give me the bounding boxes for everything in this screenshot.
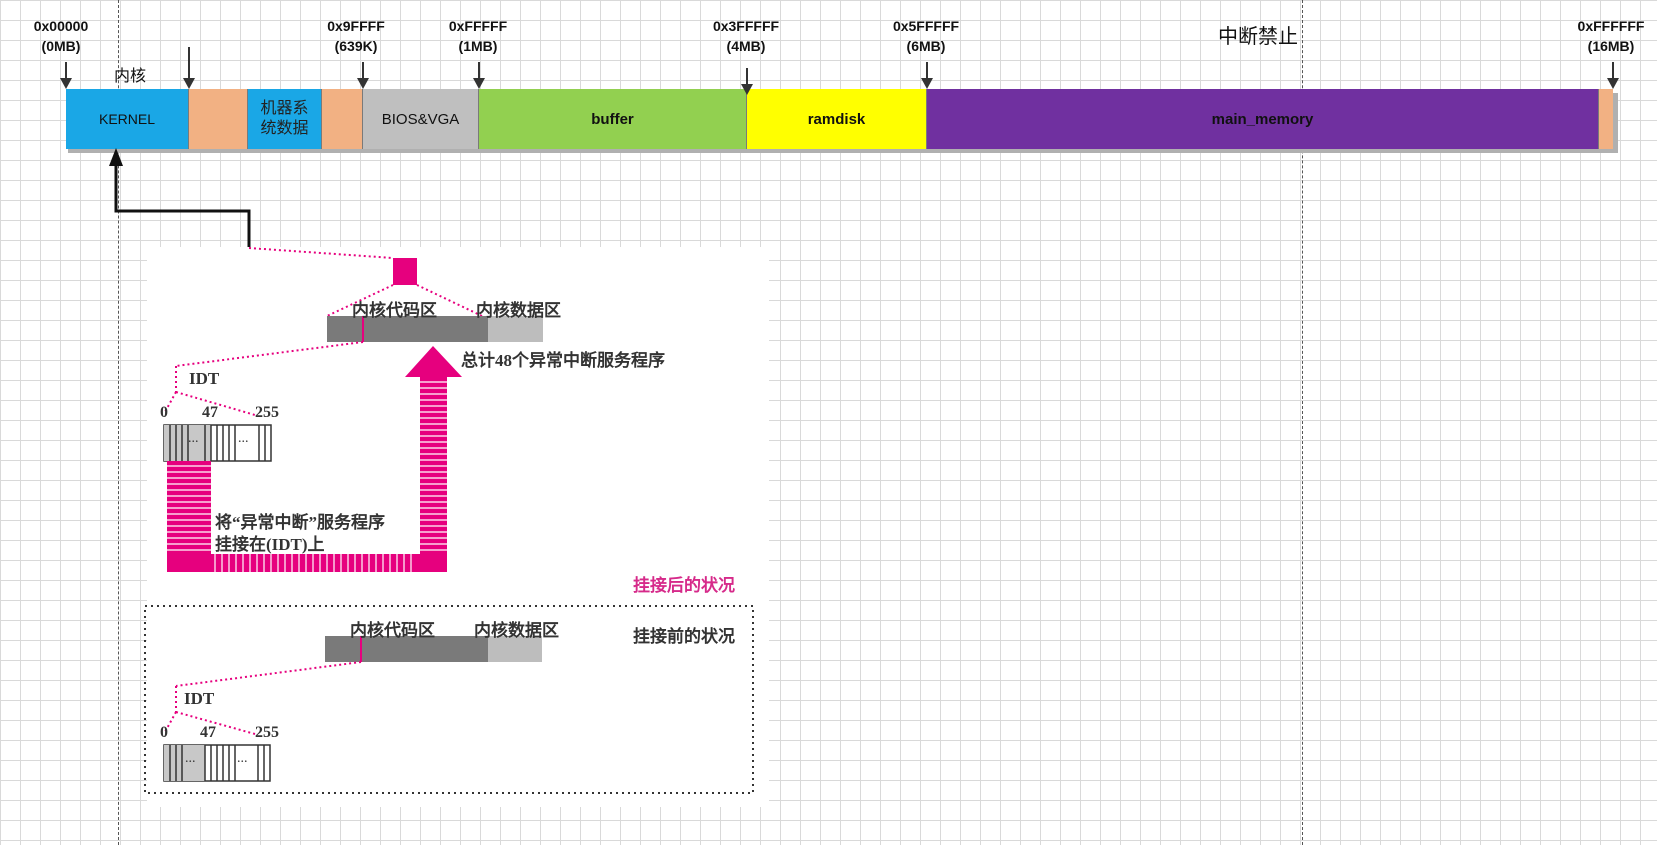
after-idx-0: 0 [160, 404, 168, 421]
hook-description-line1: 将“异常中断”服务程序 [215, 513, 385, 532]
after-idt-table [163, 424, 272, 462]
down-arrow-4mb [741, 68, 753, 95]
address-label-639k: 0x9FFFF(639K) [327, 18, 385, 54]
address-label-1mb: 0xFFFFF(1MB) [448, 18, 508, 54]
after-dots-2: ... [238, 431, 249, 446]
segment-reserved-2[interactable] [322, 89, 363, 149]
before-kernel-data-label: 内核数据区 [474, 621, 559, 640]
guide-line-right [1302, 0, 1303, 845]
after-caption: 挂接后的状况 [633, 576, 735, 595]
after-idx-255: 255 [255, 404, 279, 421]
address-label-4mb: 0x3FFFFF(4MB) [712, 18, 780, 54]
before-idt-table [163, 744, 271, 782]
before-dots-1: ... [185, 751, 196, 766]
down-arrow-6mb [921, 62, 933, 89]
segment-machine-data[interactable]: 机器系统数据 [248, 89, 322, 149]
after-kernel-code-bar [327, 316, 488, 342]
interrupt-disabled-label: 中断禁止 [1218, 24, 1298, 48]
address-label-6mb: 0x5FFFFF(6MB) [892, 18, 960, 54]
before-idt-label: IDT [184, 689, 215, 708]
after-dots-1: ... [188, 431, 199, 446]
address-label-0: 0x00000(0MB) [33, 18, 89, 54]
segment-bios-vga[interactable]: BIOS&VGA [363, 89, 479, 149]
before-dots-2: ... [237, 751, 248, 766]
after-kernel-data-bar [488, 316, 543, 342]
kernel-connector-arrow [109, 148, 251, 248]
down-arrow-0mb [60, 62, 72, 89]
handler-block [393, 258, 417, 285]
after-kernel-data-label: 内核数据区 [476, 301, 561, 320]
segment-reserved-1[interactable] [189, 89, 248, 149]
address-label-16mb: 0xFFFFFF(16MB) [1577, 18, 1645, 54]
before-kernel-data-bar [488, 636, 542, 662]
before-idx-47: 47 [200, 724, 216, 741]
segment-ramdisk[interactable]: ramdisk [747, 89, 927, 149]
before-caption: 挂接前的状况 [633, 627, 735, 646]
segment-kernel[interactable]: KERNEL [66, 89, 189, 149]
segment-main-memory[interactable]: main_memory [927, 89, 1599, 149]
segment-buffer[interactable]: buffer [479, 89, 747, 149]
before-idx-255: 255 [255, 724, 279, 741]
segment-reserved-end[interactable] [1599, 89, 1613, 149]
before-dotted-frame [144, 605, 754, 794]
hook-description-line2: 挂接在(IDT)上 [215, 535, 325, 554]
guide-line-left [118, 0, 119, 845]
before-kernel-code-bar [325, 636, 488, 662]
after-kernel-code-label: 内核代码区 [352, 301, 437, 320]
down-arrow-1mb [473, 62, 485, 89]
after-idt-label: IDT [189, 369, 220, 388]
after-idx-47: 47 [202, 404, 218, 421]
down-arrow-639k [357, 62, 369, 89]
kernel-label: 内核 [114, 68, 147, 85]
before-idx-0: 0 [160, 724, 168, 741]
down-arrow-16mb [1607, 62, 1619, 89]
down-arrow-kernel-end [183, 47, 195, 89]
after-total-label: 总计48个异常中断服务程序 [461, 351, 665, 370]
before-kernel-code-label: 内核代码区 [350, 621, 435, 640]
